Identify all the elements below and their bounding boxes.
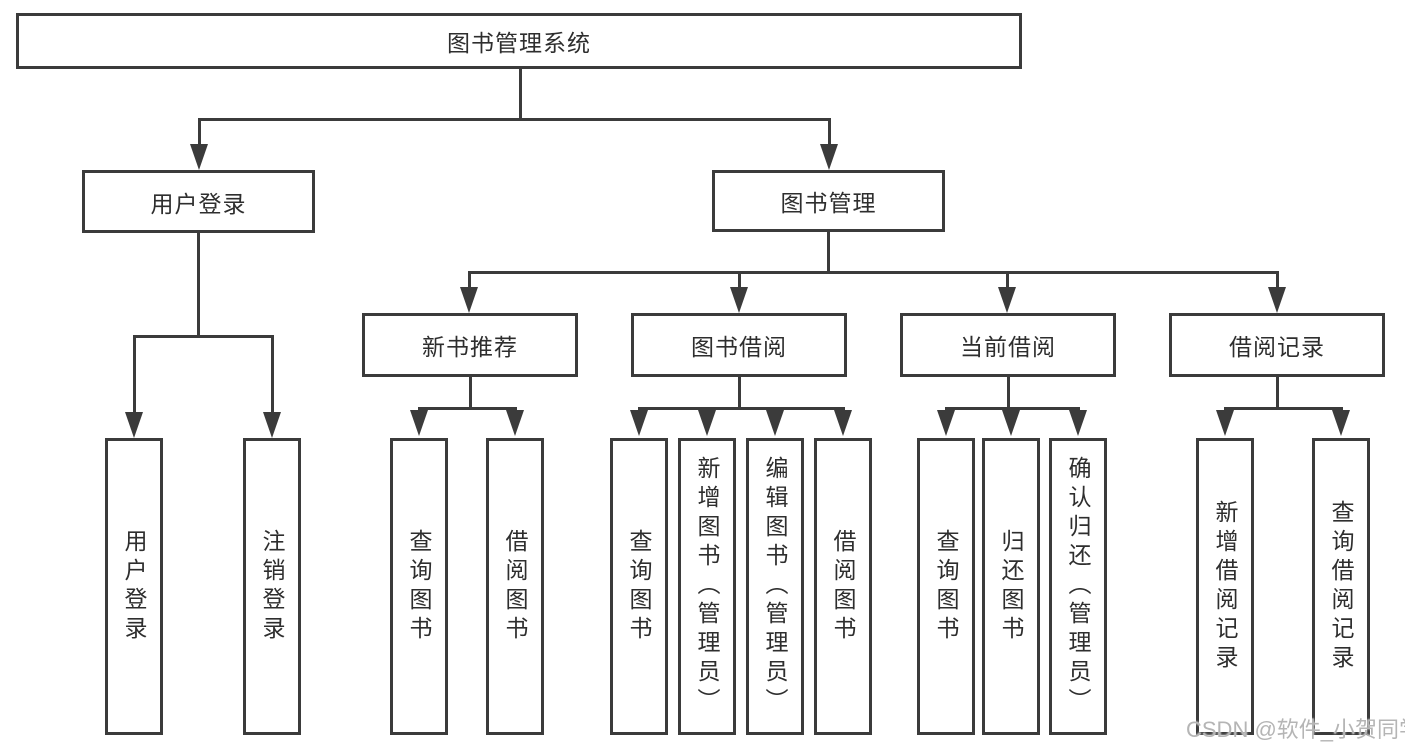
- leaf-query-borrow-record: 查询借阅记录: [1312, 438, 1370, 735]
- leaf-label: 查询借阅记录: [1328, 499, 1354, 674]
- leaf-borrow-books: 借阅图书: [814, 438, 872, 735]
- connector-book-borrow-bar: [638, 407, 845, 410]
- leaf-query-books-newbook: 查询图书: [390, 438, 448, 735]
- leaf-confirm-return-admin: 确认归还（管理员）: [1049, 438, 1107, 735]
- arrow-down-icon: [190, 144, 208, 170]
- connector-arm-user-login: [198, 118, 201, 149]
- arrow-down-icon: [698, 410, 716, 436]
- leaf-logout: 注销登录: [243, 438, 301, 735]
- node-current-borrow: 当前借阅: [900, 313, 1116, 377]
- node-user-login: 用户登录: [82, 170, 315, 233]
- arrow-down-icon: [630, 410, 648, 436]
- connector-root-stem: [519, 69, 522, 118]
- connector-level2-bar: [198, 118, 831, 121]
- leaf-label: 编辑图书（管理员）: [762, 456, 788, 717]
- arrow-down-icon: [1002, 410, 1020, 436]
- arrow-down-icon: [125, 412, 143, 438]
- leaf-label: 查询图书: [406, 528, 432, 645]
- arrow-down-icon: [730, 287, 748, 313]
- arrow-down-icon: [506, 410, 524, 436]
- leaf-query-books-current: 查询图书: [917, 438, 975, 735]
- connector-book-mgmt-stem: [827, 232, 830, 271]
- connector-new-book-stem: [469, 377, 472, 408]
- connector-arm: [1006, 271, 1009, 289]
- connector-book-borrow-stem: [738, 377, 741, 408]
- arrow-down-icon: [820, 144, 838, 170]
- leaf-user-login: 用户登录: [105, 438, 163, 735]
- leaf-label: 借阅图书: [502, 528, 528, 645]
- leaf-label: 新增图书（管理员）: [694, 456, 720, 717]
- leaf-borrow-books-newbook: 借阅图书: [486, 438, 544, 735]
- connector-borrow-record-stem: [1276, 377, 1279, 408]
- leaf-query-books-borrow: 查询图书: [610, 438, 668, 735]
- node-label: 借阅记录: [1229, 334, 1325, 360]
- node-library-system: 图书管理系统: [16, 13, 1022, 69]
- leaf-label: 归还图书: [998, 528, 1024, 645]
- node-label: 用户登录: [150, 190, 247, 217]
- node-borrow-records: 借阅记录: [1169, 313, 1385, 377]
- leaf-label: 借阅图书: [830, 528, 856, 645]
- node-label: 图书管理: [780, 190, 877, 216]
- arrow-down-icon: [937, 410, 955, 436]
- arrow-down-icon: [834, 410, 852, 436]
- leaf-label: 新增借阅记录: [1212, 499, 1238, 674]
- connector-arm: [271, 335, 274, 414]
- leaf-label: 用户登录: [121, 528, 147, 645]
- csdn-watermark: CSDN @软件_小贺同学: [1186, 717, 1405, 742]
- connector-arm: [738, 271, 741, 289]
- node-label: 图书管理系统: [447, 30, 591, 56]
- leaf-label: 查询图书: [626, 528, 652, 645]
- node-label: 当前借阅: [960, 334, 1056, 360]
- leaf-edit-books-admin: 编辑图书（管理员）: [746, 438, 804, 735]
- connector-arm: [1276, 271, 1279, 289]
- arrow-down-icon: [998, 287, 1016, 313]
- arrow-down-icon: [410, 410, 428, 436]
- connector-user-login-bar: [133, 335, 274, 338]
- node-new-book-recommend: 新书推荐: [362, 313, 578, 377]
- leaf-add-borrow-record: 新增借阅记录: [1196, 438, 1254, 735]
- connector-new-book-bar: [418, 407, 517, 410]
- node-label: 新书推荐: [422, 334, 518, 360]
- leaf-label: 确认归还（管理员）: [1065, 456, 1091, 717]
- node-label: 图书借阅: [691, 334, 787, 360]
- arrow-down-icon: [1332, 410, 1350, 436]
- connector-user-login-stem: [197, 233, 200, 335]
- leaf-return-books: 归还图书: [982, 438, 1040, 735]
- node-book-borrow: 图书借阅: [631, 313, 847, 377]
- arrow-down-icon: [460, 287, 478, 313]
- connector-current-borrow-stem: [1007, 377, 1010, 408]
- leaf-add-books-admin: 新增图书（管理员）: [678, 438, 736, 735]
- arrow-down-icon: [1069, 410, 1087, 436]
- connector-level3-bar: [468, 271, 1279, 274]
- arrow-down-icon: [1216, 410, 1234, 436]
- leaf-label: 查询图书: [933, 528, 959, 645]
- leaf-label: 注销登录: [259, 528, 285, 645]
- node-book-management: 图书管理: [712, 170, 945, 232]
- connector-arm: [468, 271, 471, 289]
- connector-borrow-record-bar: [1224, 407, 1343, 410]
- connector-arm: [133, 335, 136, 414]
- connector-current-borrow-bar: [945, 407, 1080, 410]
- arrow-down-icon: [766, 410, 784, 436]
- arrow-down-icon: [1268, 287, 1286, 313]
- connector-arm-book-mgmt: [828, 118, 831, 149]
- arrow-down-icon: [263, 412, 281, 438]
